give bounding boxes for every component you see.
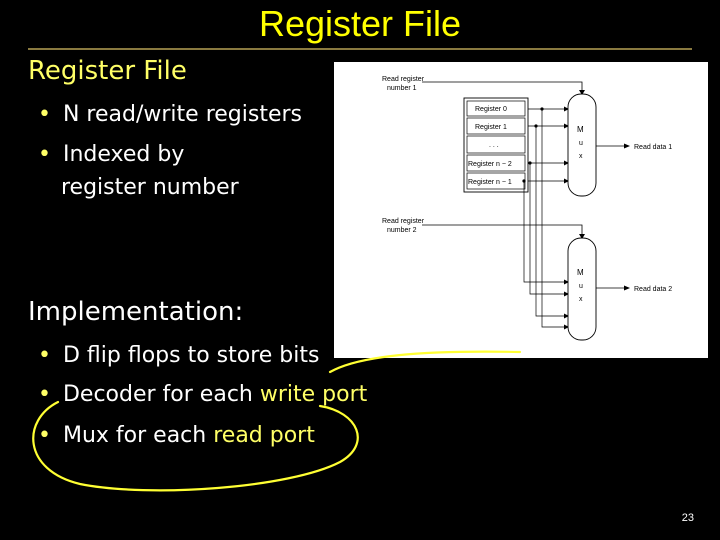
bullet-dot: • (38, 343, 51, 368)
bullet-highlight: read port (213, 423, 315, 448)
register-0-label: Register 0 (475, 106, 507, 113)
select-arrow-1 (579, 90, 585, 95)
bullet-d-flip-flops: • D flip flops to store bits (38, 341, 319, 371)
section-heading-implementation: Implementation: (28, 297, 244, 327)
slide-title: Register File (258, 3, 462, 44)
bullet-highlight: write port (259, 382, 368, 407)
bullet-decoder: • Decoder for each write port (38, 380, 367, 410)
mux-2 (567, 237, 597, 341)
register-1-label: Register 1 (475, 124, 507, 131)
register-wires (523, 108, 568, 328)
mux-2-letter-x: x (579, 296, 583, 303)
read-data-2-arrow (624, 285, 630, 291)
bullet-dot: • (38, 102, 51, 127)
register-block (463, 97, 529, 193)
register-file-diagram: Read register number 1 Read register num… (334, 62, 708, 358)
select-line-2 (422, 224, 583, 238)
read-data-2-label: Read data 2 (634, 286, 672, 293)
title-divider (28, 48, 692, 50)
bullet-dot: • (38, 423, 51, 448)
mux-2-letter-u: u (579, 283, 583, 290)
read-register-1-label: Read register (382, 76, 425, 83)
bullet-dot: • (38, 142, 51, 167)
mux-2-letter-m: M (577, 268, 584, 277)
bullet-text: N read/write registers (62, 102, 302, 127)
bullet-text: Mux for each (62, 423, 214, 448)
bullet-mux: • Mux for each read port (38, 421, 315, 451)
bullet-indexed-continuation: register number (61, 175, 239, 200)
mux-1-letter-u: u (579, 140, 583, 147)
mux-1-letter-x: x (579, 153, 583, 160)
bullet-text: D flip flops to store bits (62, 343, 320, 368)
select-arrow-2 (579, 234, 585, 239)
read-data-1-label: Read data 1 (634, 144, 672, 151)
read-register-1-label-line2: number 1 (387, 85, 417, 92)
bullet-indexed: • Indexed by (38, 140, 184, 170)
section-heading-register-file: Register File (28, 56, 187, 86)
read-data-1-arrow (624, 143, 630, 149)
register-ellipsis: . . . (489, 142, 499, 149)
bullet-text: Decoder for each (62, 382, 260, 407)
bullet-dot: • (38, 382, 51, 407)
wire-arrows (522, 106, 569, 330)
register-n-2-label: Register n − 2 (468, 161, 512, 168)
mux-1-letter-m: M (577, 125, 584, 134)
page-number: 23 (681, 512, 694, 524)
bullet-text: Indexed by (62, 142, 185, 167)
select-line-1 (422, 81, 583, 94)
read-register-2-label: Read register (382, 218, 425, 225)
bullet-n-registers: • N read/write registers (38, 100, 302, 130)
register-n-1-label: Register n − 1 (468, 179, 512, 186)
mux-1 (567, 93, 597, 197)
read-register-2-label-line2: number 2 (387, 227, 417, 234)
